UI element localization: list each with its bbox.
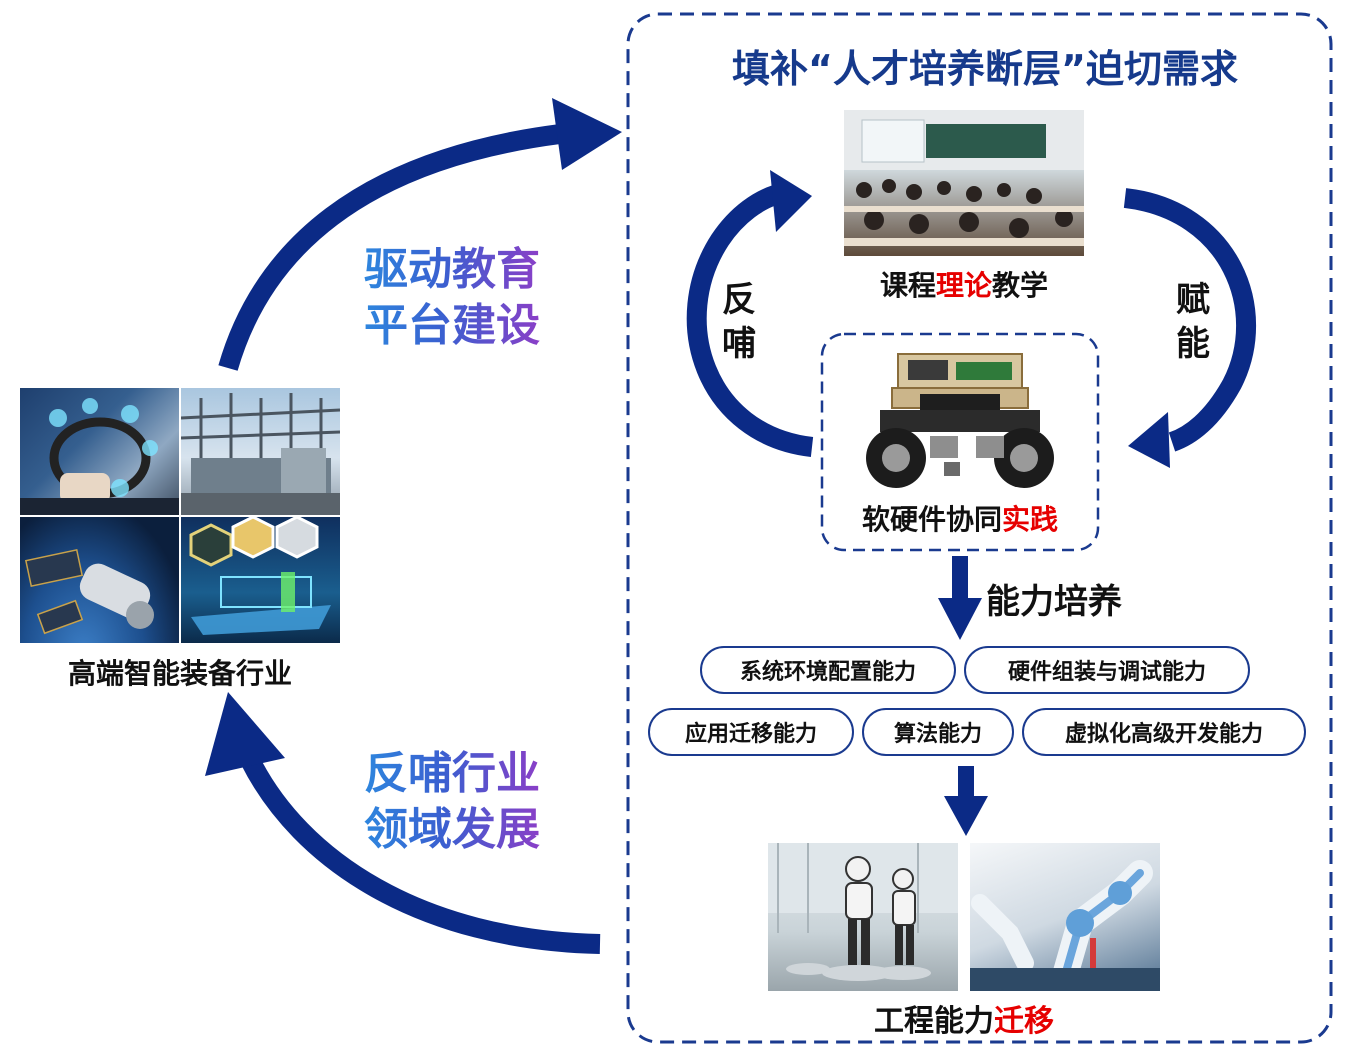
capability-arrow-label: 能力培养 xyxy=(986,582,1122,622)
title-quoted: “人才培养断层” xyxy=(808,47,1086,91)
humanoid-robots-photo xyxy=(768,843,958,991)
title-prefix: 填补 xyxy=(732,47,809,91)
capability-pill-algorithm: 算法能力 xyxy=(862,708,1014,756)
feedback-industry-label: 反哺行业 领域发展 xyxy=(364,746,540,858)
inner-empower-label: 赋 能 xyxy=(1176,278,1210,366)
practice-caption-emphasis: 实践 xyxy=(1002,503,1059,536)
inner-empower-arrow xyxy=(1123,188,1256,452)
drive-education-label: 驱动教育 平台建设 xyxy=(364,242,540,354)
practice-dashed-frame xyxy=(820,332,1100,552)
classroom-photo xyxy=(844,110,1084,256)
robot-car-image xyxy=(860,350,1060,490)
feedback-industry-line1: 反哺行业 xyxy=(364,746,540,802)
industry-collage xyxy=(20,388,340,643)
smart-ship-image xyxy=(181,515,340,643)
inner-empower-arrowhead xyxy=(1128,412,1170,468)
practice-caption-pre: 软硬件协同 xyxy=(861,503,1002,536)
transfer-arrow-shaft xyxy=(958,766,974,798)
industry-label: 高端智能装备行业 xyxy=(67,657,292,690)
feedback-industry-arrowhead xyxy=(205,692,285,776)
drive-education-line1: 驱动教育 xyxy=(364,242,540,298)
theory-caption-post: 教学 xyxy=(992,269,1049,302)
capability-pill-virtualization: 虚拟化高级开发能力 xyxy=(1022,708,1306,756)
theory-caption-pre: 课程 xyxy=(879,269,936,302)
title-suffix: 迫切需求 xyxy=(1085,47,1238,91)
transfer-arrowhead xyxy=(944,796,988,836)
outer-dashed-frame xyxy=(626,12,1333,1044)
power-substation-image xyxy=(180,388,340,515)
capability-pill-app-migration: 应用迁移能力 xyxy=(648,708,854,756)
practice-caption: 软硬件协同实践 xyxy=(822,498,1098,538)
drive-education-line2: 平台建设 xyxy=(364,298,540,354)
feedback-industry-line2: 领域发展 xyxy=(364,802,540,858)
drive-education-arrow xyxy=(218,124,562,371)
capability-arrow-shaft xyxy=(952,556,968,600)
capability-pill-system-env: 系统环境配置能力 xyxy=(700,646,956,694)
inner-feedback-label: 反 哺 xyxy=(722,278,756,366)
robotic-arm-photo xyxy=(970,843,1160,991)
transfer-caption-emphasis: 迁移 xyxy=(994,1004,1054,1039)
inner-feedback-arrowhead xyxy=(770,170,812,232)
inner-empower-line1: 赋 xyxy=(1176,280,1210,320)
transfer-caption: 工程能力迁移 xyxy=(768,996,1160,1040)
space-station-image xyxy=(20,517,179,643)
capability-pill-hardware-assembly: 硬件组装与调试能力 xyxy=(964,646,1250,694)
transfer-caption-pre: 工程能力 xyxy=(874,1004,994,1039)
inner-feedback-line1: 反 xyxy=(722,280,756,320)
theory-caption-emphasis: 理论 xyxy=(935,269,992,302)
inner-empower-line2: 能 xyxy=(1176,324,1210,364)
smart-driving-image xyxy=(20,388,179,515)
capability-arrowhead xyxy=(938,598,982,640)
feedback-industry-arrow xyxy=(241,755,601,954)
theory-caption: 课程理论教学 xyxy=(844,264,1084,304)
inner-feedback-arrow xyxy=(686,185,814,457)
page-title: 填补“人才培养断层”迫切需求 xyxy=(640,38,1330,93)
drive-education-arrowhead xyxy=(552,98,622,170)
inner-feedback-line2: 哺 xyxy=(722,324,756,364)
